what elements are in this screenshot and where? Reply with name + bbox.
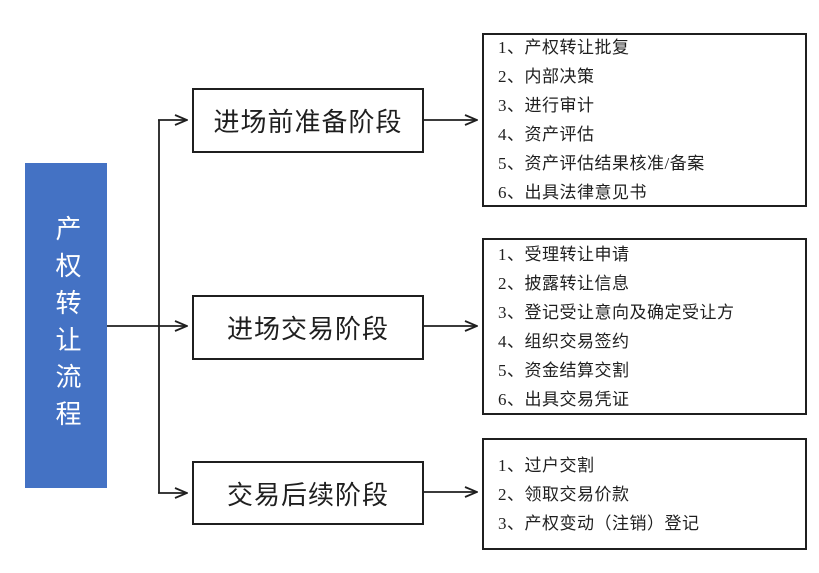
step-item: 6、出具法律意见书 (498, 183, 647, 202)
step-item: 3、进行审计 (498, 96, 595, 115)
stage-node-label: 进场交易阶段 (226, 315, 389, 344)
step-item: 2、领取交易价款 (498, 484, 630, 504)
steps-panel-preparation: 1、产权转让批复 2、内部决策 3、进行审计 4、资产评估 5、资产评估结果核准… (482, 33, 807, 207)
step-item: 1、过户交割 (498, 455, 595, 475)
root-node-label: 产权转让流程 (52, 214, 81, 437)
step-item: 4、资产评估 (498, 125, 595, 144)
stage-node-trading: 进场交易阶段 (192, 295, 424, 360)
step-item: 4、组织交易签约 (498, 331, 630, 351)
step-item: 1、产权转让批复 (498, 38, 630, 57)
step-item: 6、出具交易凭证 (498, 389, 630, 409)
step-item: 2、内部决策 (498, 67, 595, 86)
stage-node-followup: 交易后续阶段 (192, 461, 424, 525)
stage-node-label: 交易后续阶段 (226, 480, 389, 510)
stage-node-preparation: 进场前准备阶段 (192, 88, 424, 153)
root-node: 产权转让流程 (25, 163, 107, 488)
step-item: 5、资产评估结果核准/备案 (498, 154, 705, 173)
step-item: 2、披露转让信息 (498, 273, 630, 293)
step-item: 3、产权变动（注销）登记 (498, 513, 700, 533)
steps-panel-trading: 1、受理转让申请 2、披露转让信息 3、登记受让意向及确定受让方 4、组织交易签… (482, 238, 807, 415)
step-item: 1、受理转让申请 (498, 244, 630, 264)
stage-node-label: 进场前准备阶段 (213, 108, 403, 137)
step-item: 3、登记受让意向及确定受让方 (498, 302, 735, 322)
steps-panel-followup: 1、过户交割 2、领取交易价款 3、产权变动（注销）登记 (482, 438, 807, 550)
step-item: 5、资金结算交割 (498, 360, 630, 380)
